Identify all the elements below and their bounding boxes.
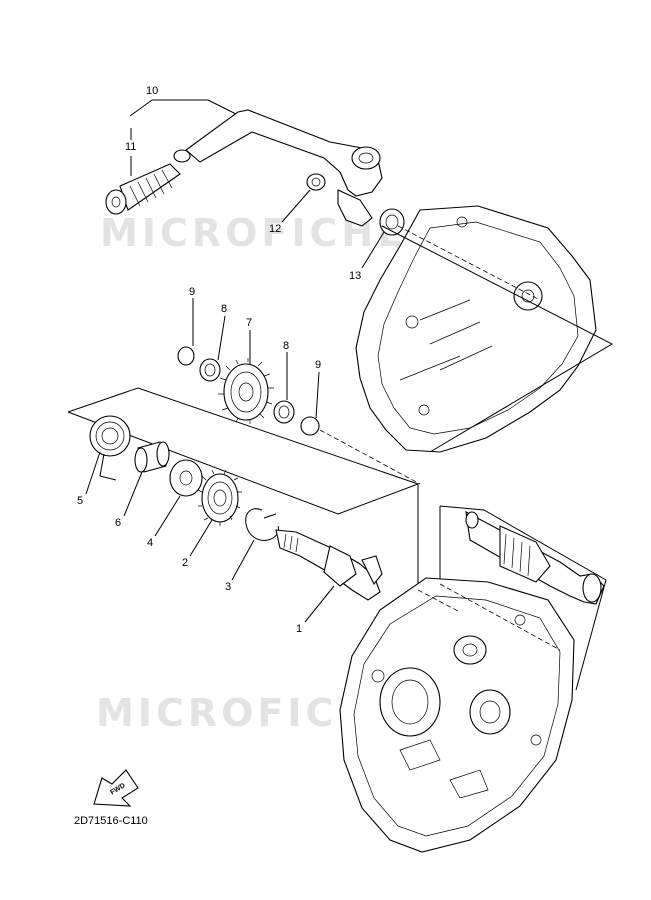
circlip-left-part xyxy=(177,346,195,366)
callout-10: 10 xyxy=(146,85,158,97)
circlip-right-part xyxy=(300,416,320,436)
washer-4-part xyxy=(169,459,203,497)
cover-leader-box xyxy=(381,225,614,453)
callout-1: 1 xyxy=(296,623,302,635)
callout-11: 11 xyxy=(125,141,136,153)
callout-8-left: 8 xyxy=(221,303,227,315)
kick-axle-part xyxy=(275,529,383,601)
torsion-spring-part xyxy=(89,415,131,481)
callout-9-left: 9 xyxy=(189,286,195,298)
callout-7: 7 xyxy=(246,317,252,329)
callout-13: 13 xyxy=(349,270,361,282)
clip-part xyxy=(245,508,279,541)
callout-6: 6 xyxy=(115,517,121,529)
callout-12: 12 xyxy=(269,223,281,235)
ratchet-gear-part xyxy=(197,469,242,526)
diagram-code: 2D71516-C110 xyxy=(74,815,148,827)
crankcase-main xyxy=(339,577,575,853)
callout-3: 3 xyxy=(225,581,231,593)
callout-5: 5 xyxy=(77,495,83,507)
washer-right-part xyxy=(273,400,295,424)
callout-2: 2 xyxy=(182,557,188,569)
forward-arrow-icon: FWD xyxy=(93,769,139,807)
callout-8-right: 8 xyxy=(283,340,289,352)
crank-bolt-part xyxy=(306,173,326,191)
transmission-shaft xyxy=(439,505,607,691)
idle-gear-part xyxy=(218,358,274,424)
spring-guide-part xyxy=(134,441,170,473)
callout-4: 4 xyxy=(147,537,153,549)
callout-9-right: 9 xyxy=(315,359,321,371)
kick-crank-arm xyxy=(105,109,383,227)
washer-left-part xyxy=(199,358,221,382)
